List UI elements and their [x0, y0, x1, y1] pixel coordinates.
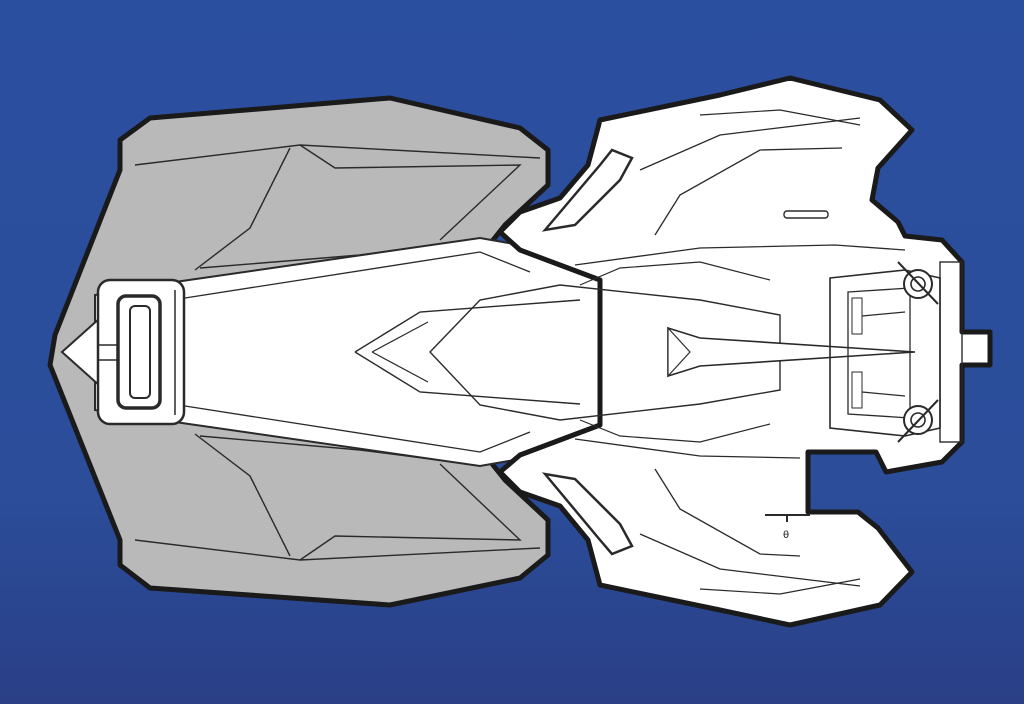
cockpit-inner-upper — [579, 261, 771, 286]
tail-clip-frame-outer — [96, 278, 186, 426]
axle-mount-lower-hub — [910, 412, 926, 428]
lower-wing-ridge-2 — [194, 433, 291, 557]
upper-side-scoop — [541, 148, 634, 232]
lower-side-scoop — [541, 472, 634, 556]
lower-panel-line-2 — [699, 578, 861, 595]
upper-slot — [783, 210, 829, 219]
upper-panel-line-4 — [574, 244, 906, 266]
lower-wing-ridge-3 — [299, 463, 522, 561]
center-dart-tip — [667, 326, 691, 378]
spine-chevron-inner — [371, 321, 429, 383]
axle-mount-lower-arm — [897, 399, 939, 443]
cockpit-inner-lower — [579, 419, 771, 443]
tail-nose-tab — [98, 344, 119, 361]
upper-wing-ridge-2 — [194, 147, 291, 271]
upper-wing-ridge-3 — [299, 144, 522, 241]
tail-clip-slot — [129, 305, 151, 399]
front-body: θ — [429, 75, 993, 628]
central-spine — [60, 236, 601, 468]
front-vent-lower — [851, 371, 863, 409]
front-vent-upper — [851, 297, 863, 335]
upper-panel-line-2 — [699, 109, 861, 126]
lower-t-slot — [765, 514, 810, 522]
spine-upper-edge — [184, 251, 531, 299]
spine-chevron-outer — [354, 299, 581, 405]
upper-panel-line-3 — [654, 147, 843, 236]
axle-mount-upper-hub — [910, 276, 926, 292]
lower-panel-line-1 — [639, 533, 861, 587]
upper-panel-line-1 — [639, 117, 861, 171]
spine-lower-edge — [184, 405, 531, 453]
theta-label: θ — [783, 530, 789, 541]
lower-panel-line-4 — [574, 438, 801, 459]
axle-mount-upper-arm — [897, 261, 939, 305]
front-nub — [939, 261, 963, 443]
lower-panel-line-3 — [654, 468, 801, 557]
front-bumper-divider — [861, 311, 906, 397]
